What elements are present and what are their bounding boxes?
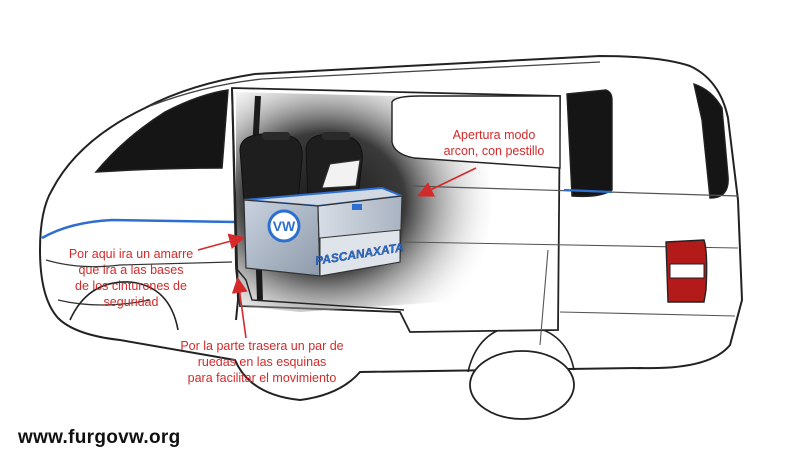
vw-logo-icon: VW bbox=[267, 209, 301, 243]
annotation-lid: Apertura modo arcon, con pestillo bbox=[424, 127, 564, 159]
arrow-strap bbox=[197, 233, 246, 251]
annotation-line: Por la parte trasera un par de bbox=[180, 339, 344, 353]
front-wheel bbox=[69, 281, 179, 331]
rear-quarter-window bbox=[566, 89, 613, 198]
sill-line bbox=[559, 311, 736, 317]
annotation-wheels: Por la parte trasera un par de ruedas en… bbox=[152, 338, 372, 386]
annotation-line: para facilitar el movimiento bbox=[187, 371, 337, 385]
box-side-band bbox=[319, 229, 401, 277]
annotation-line: ruedas en las esquinas bbox=[197, 355, 327, 369]
annotation-line: arcon, con pestillo bbox=[443, 144, 545, 158]
rear-lower-line bbox=[539, 249, 549, 346]
cargo-floor bbox=[235, 267, 405, 311]
arrow-wheels bbox=[231, 276, 248, 339]
rear-wheel bbox=[467, 324, 575, 420]
annotation-strap: Por aqui ira un amarre que ira a las bas… bbox=[56, 246, 206, 310]
front-lower bbox=[57, 299, 151, 306]
annotation-line: Apertura modo bbox=[452, 128, 536, 142]
svg-text:VW: VW bbox=[273, 218, 296, 234]
sliding-door bbox=[231, 87, 240, 321]
storage-box: VW bbox=[243, 186, 403, 277]
box-latch bbox=[352, 204, 362, 210]
arrow-lid bbox=[417, 167, 477, 197]
roof-line bbox=[149, 61, 601, 107]
rear-side-window bbox=[391, 95, 561, 169]
annotation-line: de los cinturones de bbox=[75, 279, 187, 293]
windshield bbox=[94, 89, 229, 173]
tail-light bbox=[665, 239, 708, 303]
belt-line-blue bbox=[563, 188, 613, 194]
annotation-line: Por aqui ira un amarre bbox=[68, 247, 194, 261]
seat-left bbox=[239, 132, 303, 203]
watermark-url: www.furgovw.org bbox=[18, 427, 181, 448]
rear-window bbox=[693, 82, 729, 199]
annotation-line: seguridad bbox=[103, 295, 159, 309]
annotation-line: que ira a las bases bbox=[78, 263, 184, 277]
side-stripe bbox=[41, 218, 237, 240]
box-lid-flap bbox=[321, 159, 361, 189]
front-bumper bbox=[45, 259, 233, 268]
